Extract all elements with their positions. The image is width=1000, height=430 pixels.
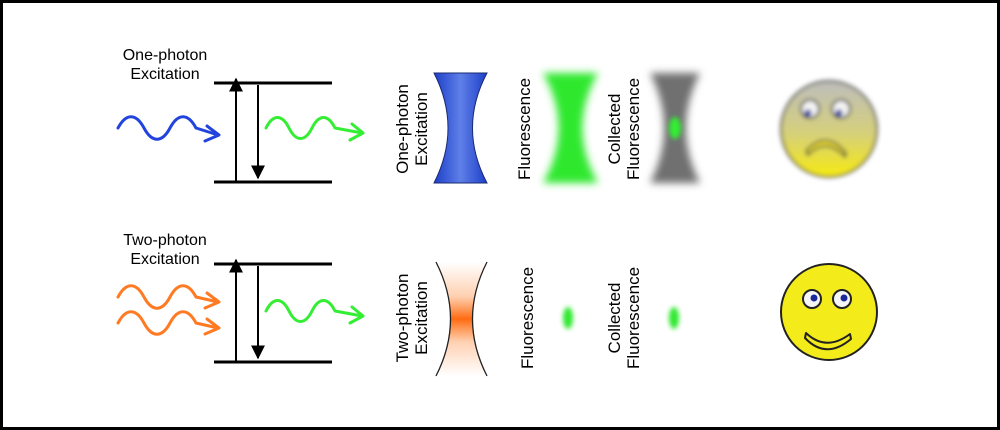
label-line: Fluorescence	[624, 266, 643, 370]
fluorescence-label-one-photon: Fluorescence	[515, 69, 535, 189]
label-line: Excitation	[130, 251, 200, 268]
excitation-volume-two-photon	[435, 261, 488, 377]
excitation-volume-one-photon	[433, 72, 488, 184]
label-line: Excitation	[412, 92, 431, 166]
orange-photon-wave-icon	[116, 310, 221, 336]
green-fluorescence-spot	[563, 307, 573, 329]
energy-diagram-one-photon	[116, 77, 365, 184]
green-emission-wave-icon	[264, 116, 365, 142]
label-line: Collected	[605, 93, 624, 165]
beam-edge-right	[471, 261, 488, 377]
orange-photon-wave-icon	[116, 284, 221, 310]
energy-diagram-two-photon	[116, 258, 365, 364]
collected-green-spot	[669, 117, 681, 139]
fluorescence-volume-one-photon	[543, 73, 598, 183]
blue-photon-wave-icon	[116, 115, 221, 143]
collected-label-two-photon: Collected Fluorescence	[605, 253, 645, 383]
energy-label-two-photon: Two-photon Excitation	[90, 231, 240, 269]
collected-label-one-photon: Collected Fluorescence	[605, 64, 645, 194]
excitation-label-one-photon: One-photon Excitation	[393, 64, 433, 194]
excitation-label-two-photon: Two-photon Excitation	[393, 253, 433, 383]
label-line: Collected	[605, 282, 624, 354]
label-line: Two-photon	[123, 232, 207, 249]
green-fluorescence-hourglass	[543, 73, 598, 183]
label-line: Excitation	[130, 66, 200, 83]
energy-label-one-photon: One-photon Excitation	[90, 46, 240, 84]
label-line: Excitation	[412, 281, 431, 355]
green-emission-wave-icon	[264, 299, 365, 325]
happy-face-icon	[780, 263, 878, 361]
orange-focus-gradient	[436, 262, 487, 376]
label-line: Two-photon	[393, 273, 412, 363]
label-line: One-photon	[393, 84, 412, 174]
blue-hourglass-focus	[433, 72, 488, 184]
label-line: Fluorescence	[624, 77, 643, 181]
beam-edge-left	[435, 261, 452, 377]
label-line: Fluorescence	[518, 266, 537, 370]
label-line: Fluorescence	[515, 77, 534, 181]
fluorescence-label-two-photon: Fluorescence	[518, 258, 538, 378]
collected-green-spot	[669, 307, 679, 329]
sad-face-icon	[780, 80, 878, 178]
collected-fluorescence-one-photon	[650, 73, 700, 183]
label-line: One-photon	[122, 47, 208, 64]
